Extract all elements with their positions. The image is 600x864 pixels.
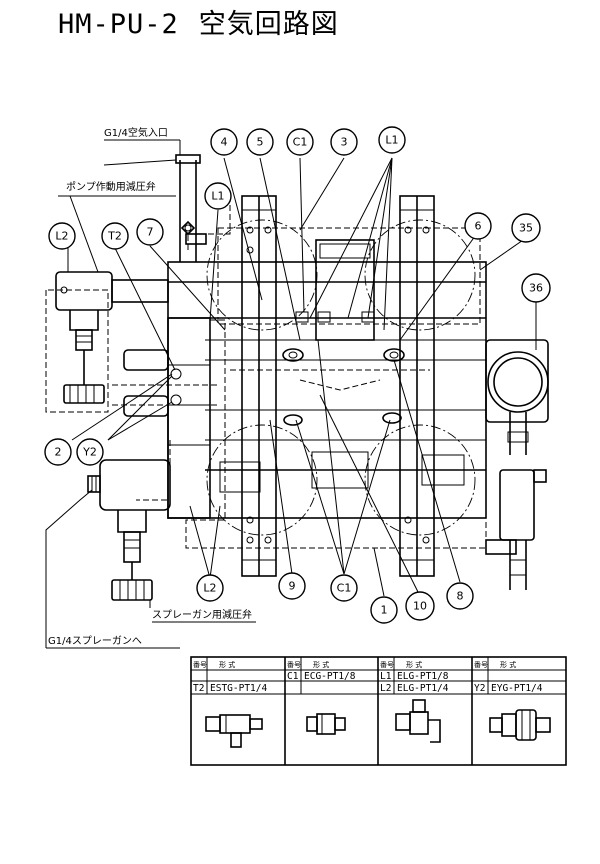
callout-label: L2	[203, 582, 216, 595]
side-ports	[123, 349, 182, 417]
callout-balloon: 5	[246, 128, 274, 156]
callout-label: C1	[293, 136, 308, 149]
pump-regulator-label: ポンプ作動用減圧弁	[66, 180, 156, 193]
spray-regulator-label: スプレーガン用減圧弁	[152, 608, 252, 621]
elbow-fitting-icon	[395, 699, 441, 743]
callout-label: 5	[257, 136, 264, 149]
table-header-no: 番号	[287, 661, 301, 669]
callout-label: 10	[413, 600, 427, 613]
callout-label: 3	[341, 136, 348, 149]
callout-balloon: 1	[370, 596, 398, 624]
fitting-code: C1	[287, 671, 299, 682]
table-header-model: 形 式	[313, 660, 329, 669]
leader-lines	[45, 157, 537, 648]
fitting-model: ESTG-PT1/4	[210, 683, 267, 694]
air-inlet-pipe	[175, 154, 207, 262]
page-title: HM-PU-2 空気回路図	[58, 2, 359, 41]
callout-balloon: Y2	[76, 438, 104, 466]
table-header-no: 番号	[474, 661, 488, 669]
right-flange-column	[399, 195, 435, 577]
fitting-code: Y2	[474, 683, 485, 694]
fitting-code: T2	[193, 683, 204, 694]
callout-balloon: L1	[378, 126, 406, 154]
callout-balloon: C1	[330, 574, 358, 602]
callout-balloon: 4	[210, 128, 238, 156]
callout-balloon: L1	[204, 182, 232, 210]
fitting-model: ECG-PT1/8	[304, 671, 356, 682]
callout-label: L1	[385, 134, 398, 147]
callout-label: 2	[55, 446, 62, 459]
table-header-model: 形 式	[406, 660, 422, 669]
callout-balloon: L2	[196, 574, 224, 602]
callout-balloon: 9	[278, 572, 306, 600]
callout-label: 1	[381, 604, 388, 617]
model-code: HM-PU-2	[58, 9, 179, 40]
tee-fitting-icon	[205, 714, 263, 748]
callout-label: 7	[147, 226, 154, 239]
callout-balloon: 6	[464, 212, 492, 240]
table-header-model: 形 式	[219, 660, 235, 669]
table-header-no: 番号	[380, 661, 394, 669]
to-spray-gun-label: G1/4スプレーガンへ	[48, 635, 142, 647]
callout-label: 4	[221, 136, 228, 149]
straight-connector-icon	[306, 713, 346, 735]
callout-label: L2	[55, 230, 68, 243]
table-header-no: 番号	[193, 661, 207, 669]
fitting-model: EYG-PT1/4	[491, 683, 543, 694]
callout-balloon: 3	[330, 128, 358, 156]
callout-balloon: 36	[521, 273, 551, 303]
gauge-assembly	[485, 339, 549, 590]
callout-label: 8	[457, 590, 464, 603]
pump-body	[167, 219, 487, 536]
fitting-model: ELG-PT1/8	[397, 671, 449, 682]
callout-balloon: 8	[446, 582, 474, 610]
callout-balloon: 10	[405, 591, 435, 621]
pump-regulator	[55, 271, 169, 404]
callout-label: T2	[107, 230, 122, 243]
internal-fittings	[219, 311, 465, 493]
fittings-table	[190, 656, 567, 766]
callout-balloon: C1	[286, 128, 314, 156]
callout-balloon: 2	[44, 438, 72, 466]
callout-balloon: L2	[48, 222, 76, 250]
callout-balloon: T2	[101, 222, 129, 250]
table-header-model: 形 式	[500, 660, 516, 669]
callout-label: 9	[289, 580, 296, 593]
callout-balloon: 7	[136, 218, 164, 246]
callout-label: 36	[529, 282, 543, 295]
callout-label: 6	[475, 220, 482, 233]
left-flange-column	[241, 195, 277, 577]
fitting-code: L1	[380, 671, 392, 682]
fitting-model: ELG-PT1/4	[397, 683, 449, 694]
air-inlet-label: G1/4空気入口	[104, 126, 168, 139]
fitting-code: L2	[380, 683, 391, 694]
spray-gun-regulator	[87, 459, 171, 601]
callout-balloon: 35	[511, 213, 541, 243]
diagram-name: 空気回路図	[198, 9, 339, 40]
callout-label: 35	[519, 222, 533, 235]
callout-label: Y2	[82, 446, 97, 459]
text-labels: G1/4空気入口 ポンプ作動用減圧弁 スプレーガン用減圧弁 G1/4スプレーガン…	[46, 126, 256, 649]
y-fitting-icon	[489, 709, 551, 741]
callout-label: L1	[211, 190, 224, 203]
callout-label: C1	[337, 582, 352, 595]
